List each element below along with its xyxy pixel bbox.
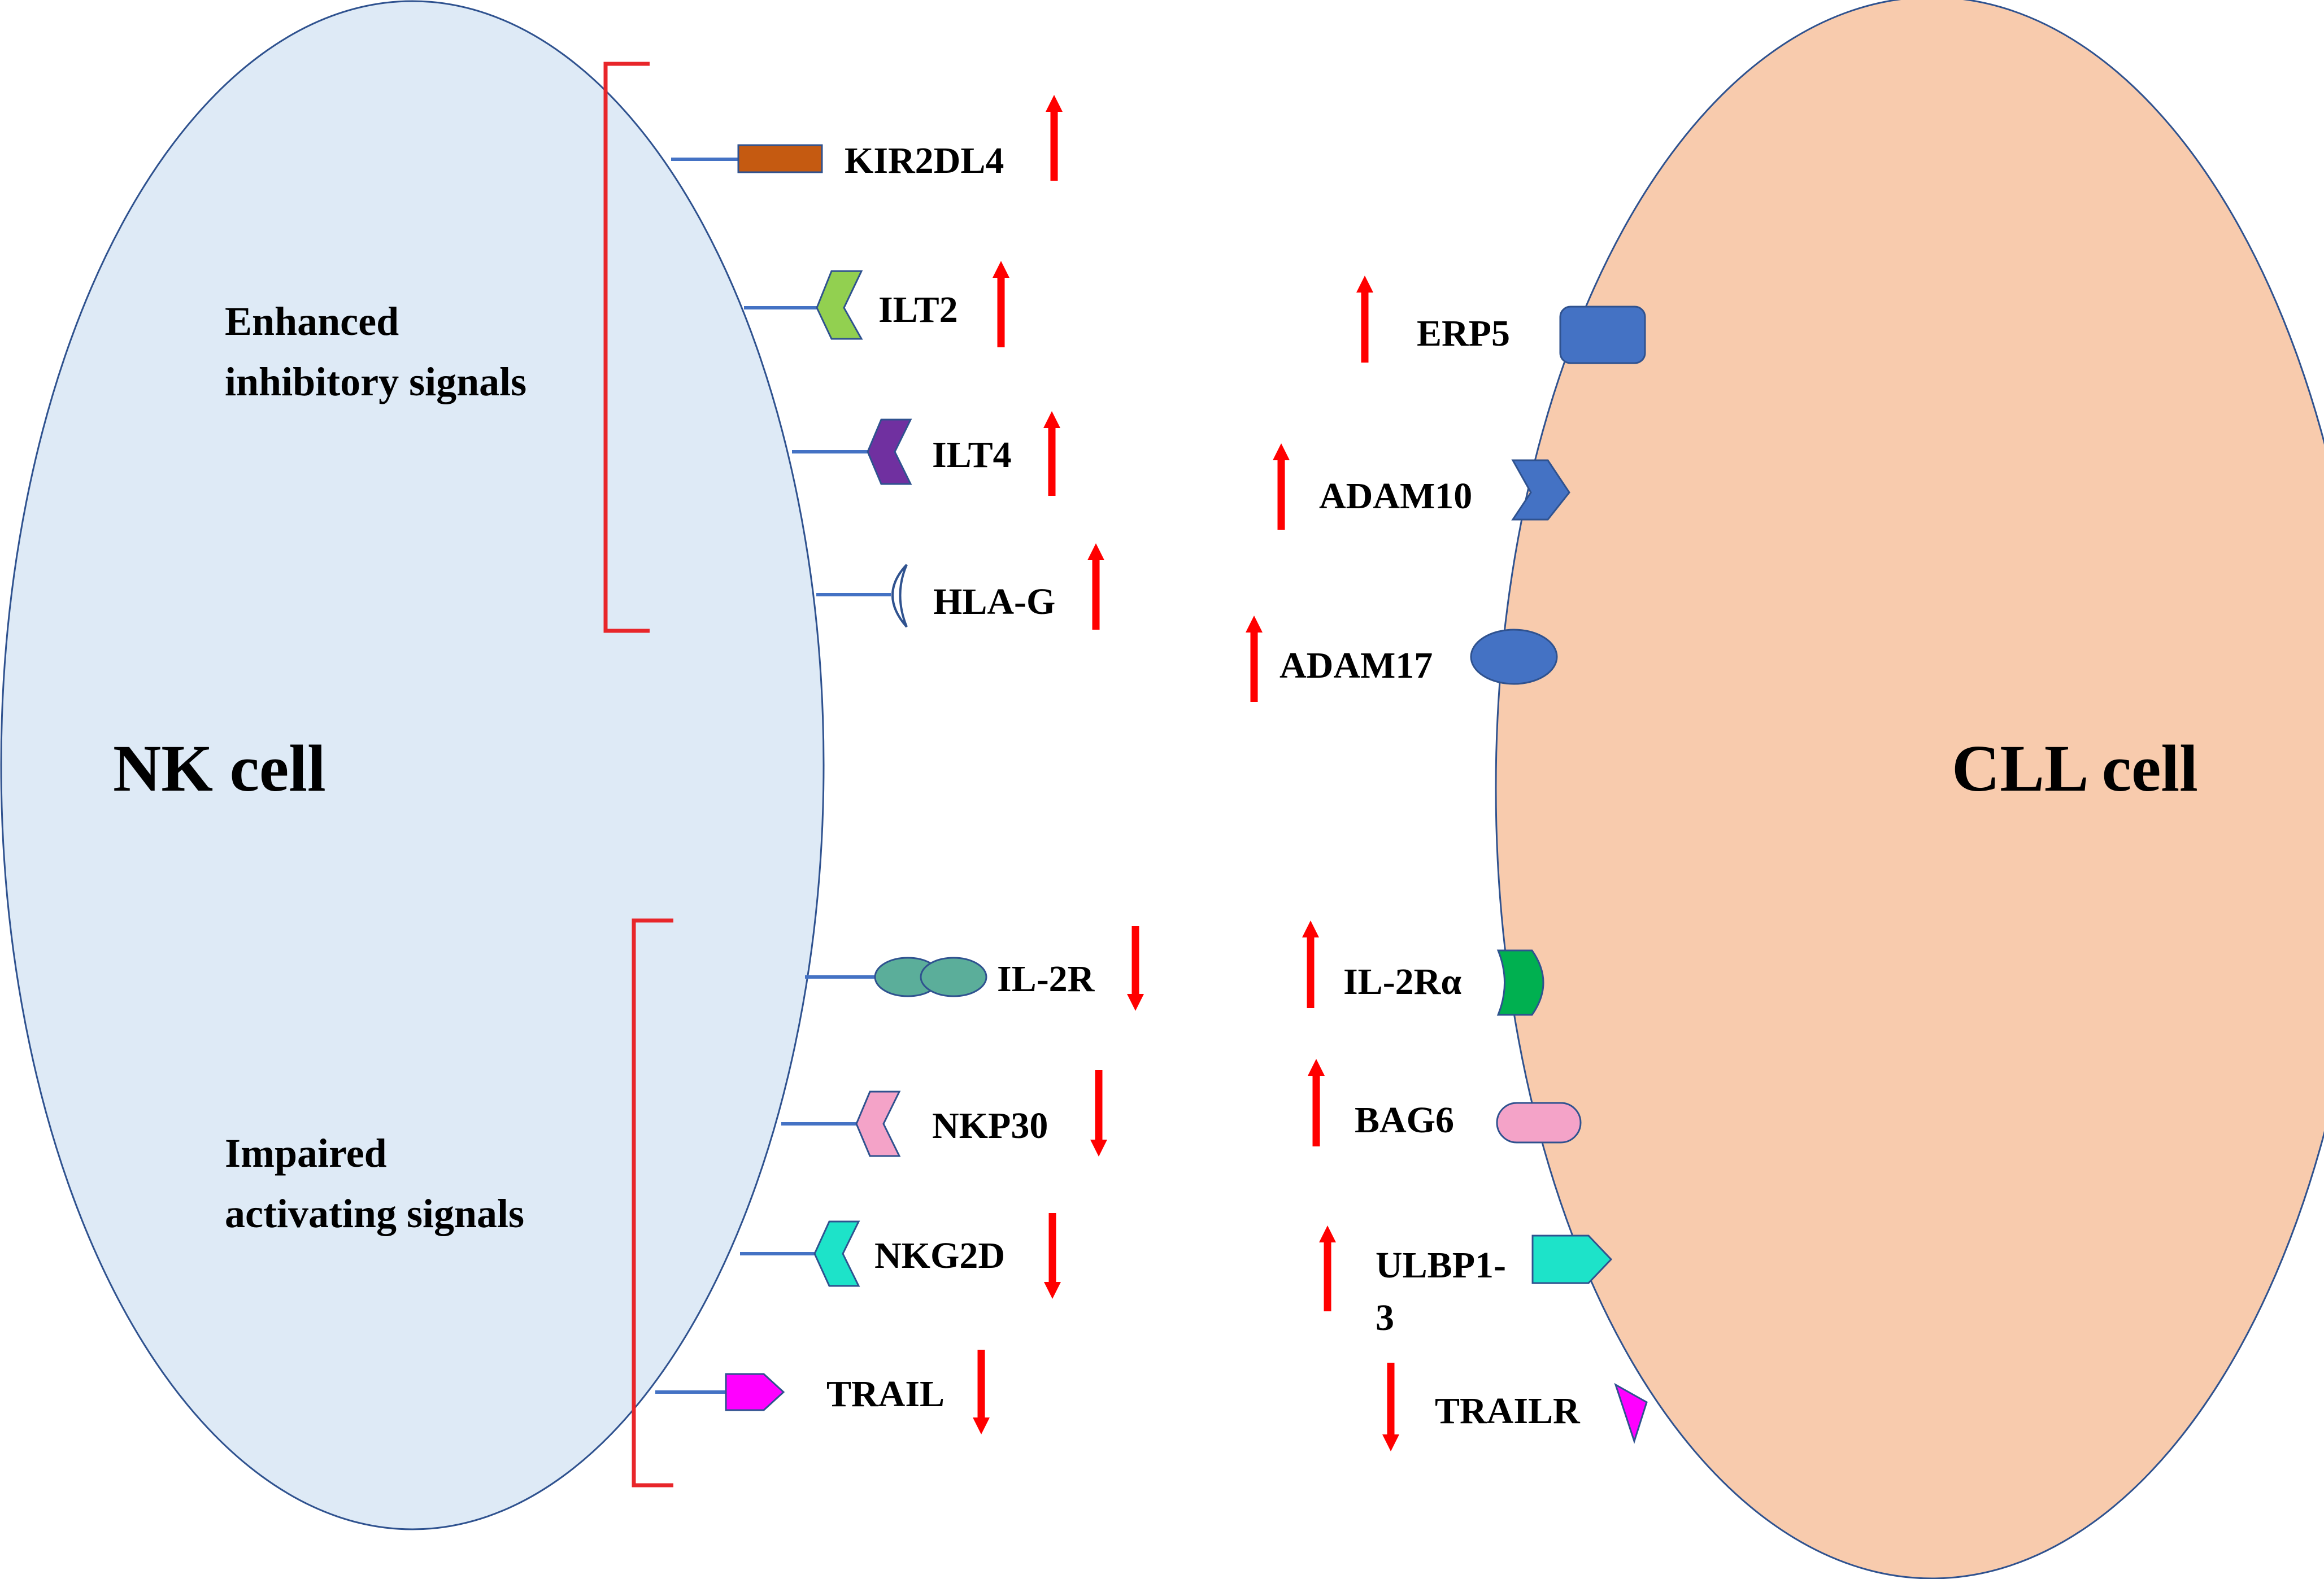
ulbp1-3-up-arrow <box>1319 1225 1336 1311</box>
ilt2-label: ILT2 <box>878 289 958 330</box>
nkg2d-down-arrow <box>1044 1213 1061 1299</box>
kir2dl4-receptor-shape <box>737 144 823 173</box>
trailr-molecule-shape <box>1614 1382 1648 1444</box>
trail-receptor-shape <box>725 1373 785 1411</box>
arrow-head <box>1087 543 1104 560</box>
nk-cell-body <box>0 0 825 1530</box>
activating-group-label-line2: activating signals <box>225 1191 524 1236</box>
erp5-up-arrow <box>1356 276 1373 363</box>
ulbp1-3-label-line1: ULBP1- <box>1376 1245 1506 1286</box>
arrow-head <box>1356 276 1373 293</box>
arrow-shaft <box>1324 1241 1331 1311</box>
ilt4-label: ILT4 <box>932 434 1012 476</box>
cll-cell-label: CLL cell <box>1952 731 2198 805</box>
inhibitory-group-label-line1: Enhanced <box>225 299 399 344</box>
erp5-molecule-shape <box>1559 306 1646 364</box>
adam17-label: ADAM17 <box>1279 645 1433 686</box>
arrow-shaft <box>1131 926 1139 995</box>
arrow-head <box>973 1417 990 1434</box>
adam10-up-arrow <box>1273 443 1290 530</box>
nkp30-receptor-shape <box>855 1091 901 1157</box>
nk-cell-label: NK cell <box>113 731 326 805</box>
arrow-shaft <box>1387 1363 1395 1436</box>
arrow-shaft <box>1048 427 1056 496</box>
cll-cell-body <box>1495 0 2324 1579</box>
arrow-shaft <box>1361 291 1369 363</box>
il-2r-label: IL-2R <box>997 958 1095 1000</box>
il-2r-down-arrow <box>1127 926 1144 1011</box>
activating-group-label-line1: Impaired <box>225 1131 387 1176</box>
arrow-head <box>1302 921 1319 937</box>
arrow-head <box>1308 1059 1325 1076</box>
bag6-up-arrow <box>1308 1059 1325 1146</box>
arrow-head <box>1044 1282 1061 1299</box>
trailr-down-arrow <box>1382 1363 1399 1451</box>
nkg2d-label: NKG2D <box>874 1235 1005 1276</box>
arrow-head <box>1319 1225 1336 1242</box>
ilt2-up-arrow <box>993 261 1009 347</box>
hla-g-up-arrow <box>1087 543 1104 630</box>
ulbp1-3-label-line2: 3 <box>1376 1297 1394 1338</box>
arrow-head <box>1043 411 1060 428</box>
kir2dl4-up-arrow <box>1046 95 1063 181</box>
inhibitory-bracket <box>603 62 650 633</box>
nkp30-label: NKP30 <box>932 1105 1048 1146</box>
arrow-shaft <box>1092 559 1100 630</box>
hla-g-receptor-shape <box>891 564 908 628</box>
trail-label: TRAIL <box>826 1373 945 1415</box>
nkp30-down-arrow <box>1090 1070 1107 1157</box>
adam10-label: ADAM10 <box>1319 476 1472 517</box>
ilt2-receptor-shape <box>816 270 863 340</box>
il-2ralpha-molecule-shape <box>1496 949 1544 1016</box>
arrow-head <box>1127 994 1144 1011</box>
ilt4-up-arrow <box>1043 411 1060 496</box>
erp5-label: ERP5 <box>1417 313 1510 354</box>
trailr-label: TRAILR <box>1435 1390 1581 1432</box>
arrow-head <box>1382 1434 1399 1451</box>
hla-g-label: HLA-G <box>933 581 1055 622</box>
arrow-head <box>993 261 1009 278</box>
il-2ralpha-label: IL-2Rα <box>1343 961 1461 1002</box>
arrow-shaft <box>1307 936 1315 1008</box>
ulbp1-3-molecule-shape <box>1531 1235 1613 1284</box>
trail-down-arrow <box>973 1350 990 1434</box>
ilt4-receptor-shape <box>867 418 912 485</box>
il-2r-receptor-shape-b <box>920 957 987 997</box>
arrow-shaft <box>1312 1075 1320 1146</box>
arrow-head <box>1090 1140 1107 1157</box>
arrow-shaft <box>997 277 1005 347</box>
adam17-up-arrow <box>1246 616 1263 702</box>
nkg2d-receptor-shape <box>813 1220 860 1287</box>
arrow-shaft <box>977 1350 985 1419</box>
adam17-molecule-shape <box>1470 629 1558 685</box>
arrow-shaft <box>1250 631 1258 702</box>
kir2dl4-label: KIR2DL4 <box>845 140 1004 181</box>
arrow-shaft <box>1095 1070 1103 1141</box>
bag6-molecule-shape <box>1496 1102 1582 1144</box>
bag6-label: BAG6 <box>1355 1100 1454 1141</box>
arrow-shaft <box>1050 111 1058 181</box>
il-2ralpha-up-arrow <box>1302 921 1319 1008</box>
adam10-molecule-shape <box>1511 459 1570 521</box>
arrow-shaft <box>1277 459 1285 530</box>
arrow-head <box>1246 616 1263 633</box>
arrow-shaft <box>1048 1213 1056 1283</box>
arrow-head <box>1046 95 1063 112</box>
inhibitory-group-label-line2: inhibitory signals <box>225 359 526 404</box>
arrow-head <box>1273 443 1290 460</box>
activating-bracket <box>632 918 673 1488</box>
